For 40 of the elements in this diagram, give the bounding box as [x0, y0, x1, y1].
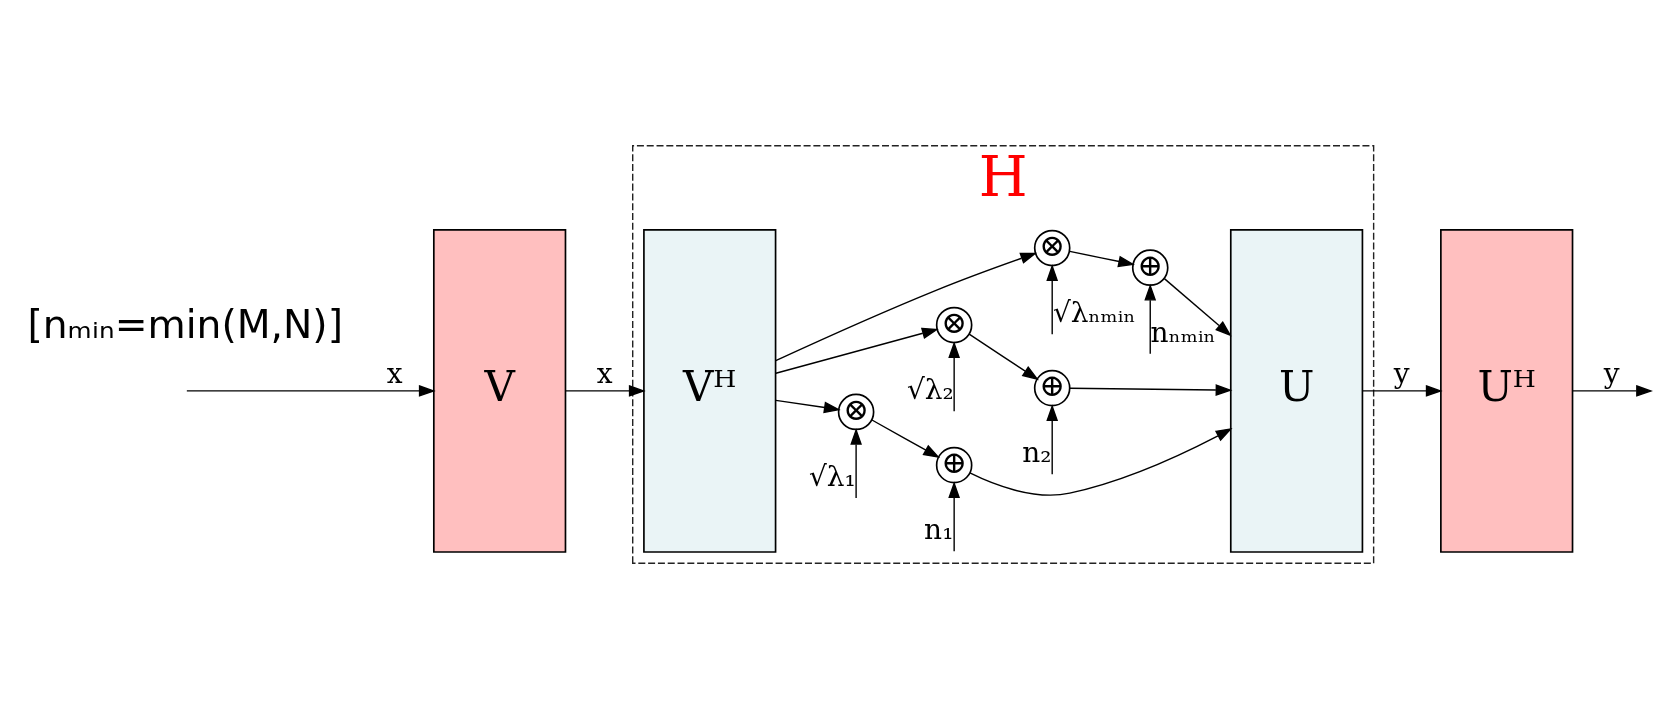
node-circle: ⊕ — [1033, 369, 1071, 407]
node-box: Vᴴ — [642, 229, 776, 553]
edge-label: nₙₘᵢₙ — [1150, 315, 1216, 349]
arrow — [1361, 385, 1443, 397]
edge-label: y — [1603, 356, 1620, 390]
arrow — [870, 419, 940, 458]
arrow — [774, 252, 1037, 362]
arrow — [947, 481, 960, 553]
arrow — [947, 341, 960, 412]
node-circle: ⊕ — [1131, 249, 1169, 286]
edge-label: √λ₁ — [808, 460, 856, 494]
edge-label: y — [1393, 356, 1410, 390]
arrow — [1068, 250, 1135, 268]
arrow — [968, 428, 1233, 496]
label: [nₘᵢₙ=min(M,N)] — [26, 301, 343, 347]
edge-label: √λ₂ — [906, 373, 954, 407]
node-box: V — [432, 229, 566, 553]
node-box: U — [1229, 229, 1363, 553]
node-circle: ⊗ — [837, 393, 874, 431]
arrow — [1163, 277, 1232, 337]
edge-label: x — [596, 356, 613, 390]
node-circle: ⊗ — [935, 306, 972, 344]
arrow — [1571, 385, 1653, 397]
node-box: Uᴴ — [1439, 229, 1573, 553]
arrow — [1143, 283, 1156, 355]
arrow — [968, 333, 1039, 381]
arrow — [564, 385, 646, 397]
arrow — [1045, 404, 1058, 475]
arrow — [774, 327, 939, 374]
arrow — [774, 399, 841, 414]
arrow — [185, 385, 436, 397]
arrow — [849, 428, 862, 499]
arrow — [1045, 264, 1058, 335]
edge-label: √λₙₘᵢₙ — [1052, 296, 1136, 330]
edge-label: n₂ — [1021, 436, 1051, 470]
node-circle: ⊗ — [1033, 229, 1071, 267]
node-circle: ⊕ — [935, 446, 972, 484]
arrow — [1068, 384, 1232, 396]
edge-label: n₁ — [923, 513, 953, 547]
edge-label: x — [386, 356, 402, 390]
